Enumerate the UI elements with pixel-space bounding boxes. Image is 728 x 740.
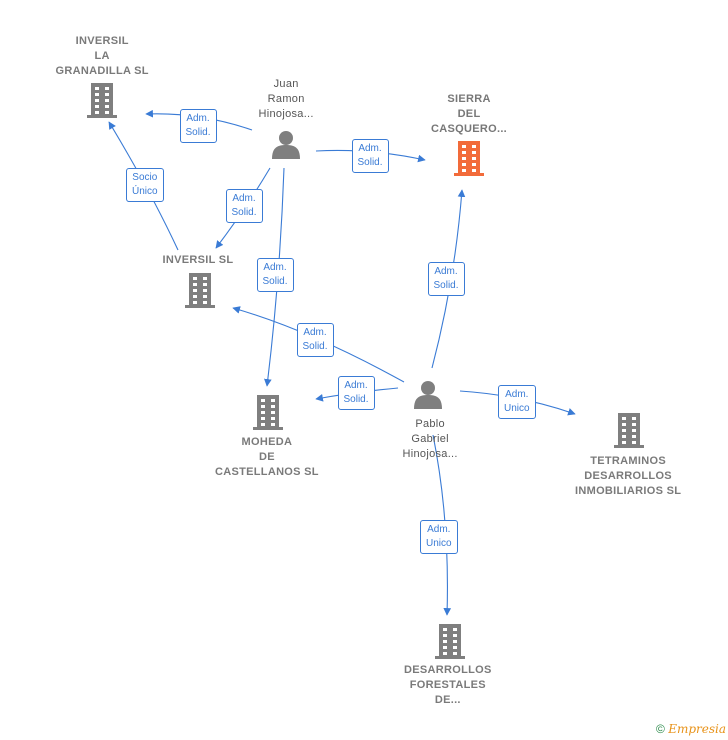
edge-label[interactable]: Adm. Solid.	[225, 189, 263, 223]
building-icon[interactable]	[454, 141, 484, 176]
edge-label[interactable]: Adm. Solid.	[256, 258, 294, 292]
person-icon[interactable]	[414, 381, 442, 409]
node-label-desarrollos-forestales[interactable]: DESARROLLOS FORESTALES DE...	[404, 664, 492, 706]
building-icon[interactable]	[614, 413, 644, 448]
building-icon[interactable]	[185, 273, 215, 308]
brand-name: Empresia	[668, 722, 726, 736]
node-label-pablo-gabriel[interactable]: Pablo Gabriel Hinojosa...	[402, 418, 458, 460]
node-label-sierra-del-casquero[interactable]: SIERRA DEL CASQUERO...	[431, 93, 508, 135]
node-label-inversil-la-granadilla[interactable]: INVERSIL LA GRANADILLA SL	[55, 35, 149, 77]
building-icon[interactable]	[253, 395, 283, 430]
edge-label[interactable]: Adm. Solid.	[427, 262, 465, 296]
edge-label[interactable]: Adm. Solid.	[351, 139, 389, 173]
building-icon[interactable]	[87, 83, 117, 118]
edge-label[interactable]: Adm. Solid.	[296, 323, 334, 357]
edge-label[interactable]: Adm. Unico	[498, 385, 536, 419]
footer-brand: © Empresia	[656, 722, 726, 736]
node-label-juan-ramon[interactable]: Juan Ramon Hinojosa...	[258, 78, 314, 120]
edge-label[interactable]: Socio Único	[126, 168, 164, 202]
edge-label[interactable]: Adm. Unico	[420, 520, 458, 554]
node-label-tetraminos[interactable]: TETRAMINOS DESARROLLOS INMOBILIARIOS SL	[575, 455, 682, 497]
building-icon[interactable]	[435, 624, 465, 659]
copyright-symbol: ©	[656, 722, 665, 736]
edge-label[interactable]: Adm. Solid.	[337, 376, 375, 410]
node-label-inversil-sl[interactable]: INVERSIL SL	[162, 254, 234, 266]
node-label-moheda[interactable]: MOHEDA DE CASTELLANOS SL	[215, 436, 319, 478]
edge-label[interactable]: Adm. Solid.	[179, 109, 217, 143]
person-icon[interactable]	[272, 131, 300, 159]
